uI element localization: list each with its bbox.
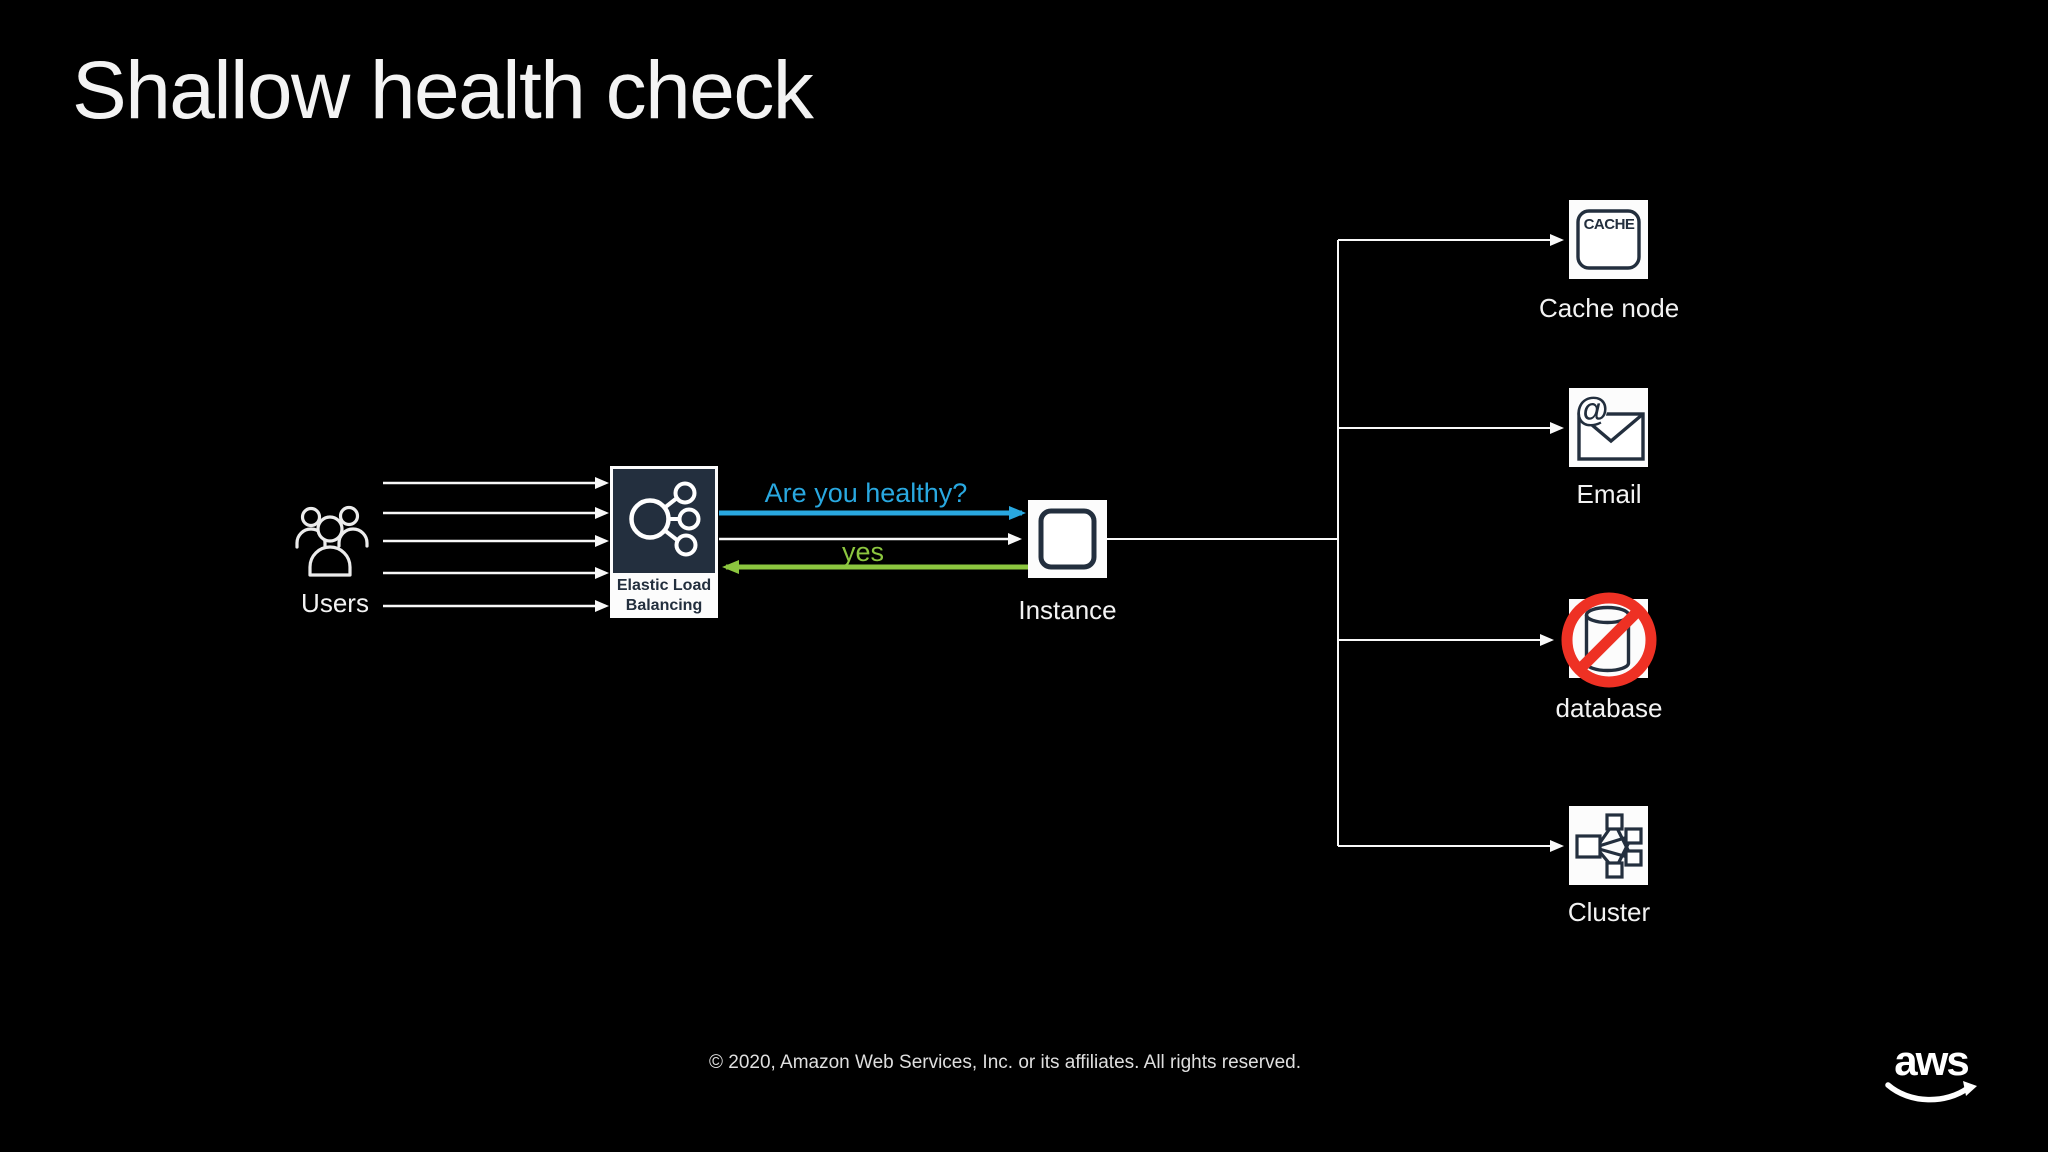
cache-node: CACHE bbox=[1569, 200, 1648, 279]
aws-logo-text: aws bbox=[1894, 1037, 1969, 1084]
email-node: @ bbox=[1569, 388, 1648, 467]
page-title: Shallow health check bbox=[72, 45, 814, 136]
load-balancer-icon bbox=[613, 469, 715, 573]
email-label: Email bbox=[1576, 479, 1642, 509]
aws-logo: aws bbox=[1884, 1040, 1984, 1108]
users-to-elb-arrows bbox=[383, 477, 609, 612]
people-group-icon bbox=[295, 505, 369, 577]
elastic-load-balancing-node: Elastic Load Balancing bbox=[610, 466, 718, 618]
users-label: Users bbox=[301, 588, 369, 618]
email-envelope-icon: @ bbox=[1575, 391, 1645, 461]
load-balancer-glyph bbox=[629, 481, 701, 557]
health-check-question-label: Are you healthy? bbox=[764, 478, 968, 508]
database-label: database bbox=[1555, 693, 1663, 723]
no-entry-sign bbox=[1561, 592, 1657, 688]
aws-smile-icon bbox=[1885, 1081, 1977, 1103]
health-check-response-label: yes bbox=[841, 537, 885, 567]
ec2-instance-icon bbox=[1038, 508, 1097, 570]
cluster-node bbox=[1569, 806, 1648, 885]
database-prohibited-icon bbox=[1561, 592, 1657, 688]
email-at-glyph: @ bbox=[1575, 391, 1608, 429]
database-node bbox=[1553, 584, 1657, 688]
cluster-icon bbox=[1575, 813, 1643, 879]
cache-node-label: Cache node bbox=[1539, 293, 1680, 323]
instance-fanout-lines bbox=[1107, 234, 1564, 852]
cache-node-icon: CACHE bbox=[1576, 209, 1641, 270]
copyright-footer: © 2020, Amazon Web Services, Inc. or its… bbox=[708, 1052, 1301, 1073]
instance-node bbox=[1028, 500, 1107, 578]
elb-label: Elastic Load Balancing bbox=[610, 576, 718, 616]
elb-label-line2: Balancing bbox=[625, 597, 703, 614]
cache-icon-text: CACHE bbox=[1584, 216, 1635, 233]
cluster-label: Cluster bbox=[1567, 897, 1651, 927]
elb-label-line1: Elastic Load bbox=[616, 577, 712, 594]
users-node bbox=[294, 500, 370, 580]
instance-label: Instance bbox=[1018, 595, 1117, 625]
